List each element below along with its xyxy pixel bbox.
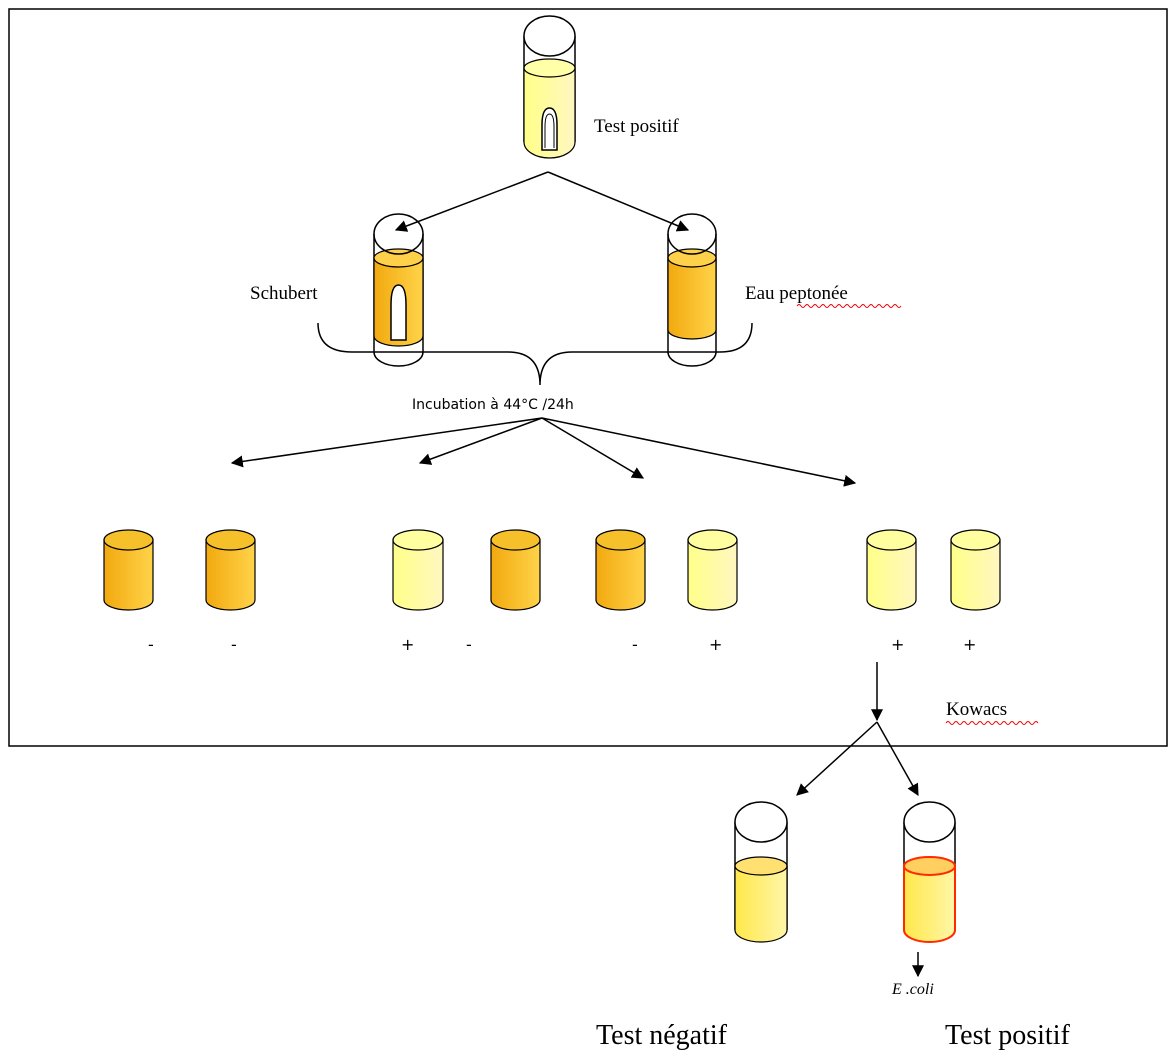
sign-2: -: [231, 635, 237, 654]
caption-negative: Test négatif: [596, 1020, 727, 1051]
arrow-fan-1: [230, 417, 543, 468]
arrow-to-schubert: [394, 171, 549, 232]
negative-result-tube: [734, 801, 788, 943]
arrow-fan-4: [541, 417, 857, 487]
sign-4: -: [466, 635, 472, 654]
arrow-to-positive: [876, 721, 919, 797]
spellcheck-underline: [796, 304, 902, 308]
diagram-frame: [8, 8, 1168, 747]
sign-8: +: [963, 635, 976, 654]
result-tube-5: [595, 529, 646, 611]
top-tube: [523, 15, 576, 159]
result-tube-4: [490, 529, 541, 611]
sign-7: +: [891, 635, 904, 654]
sign-5: -: [632, 635, 638, 654]
arrow-fan-2: [418, 417, 543, 465]
arrow-to-eau-peptonee: [547, 171, 690, 232]
grouping-brace: [317, 322, 753, 386]
eau-peptonee-label: Eau peptonée: [745, 283, 848, 304]
sign-6: +: [709, 635, 722, 654]
schubert-tube: [373, 213, 424, 367]
caption-positive: Test positif: [945, 1020, 1070, 1051]
spellcheck-underline: [945, 721, 1039, 725]
sign-1: -: [148, 635, 154, 654]
arrow-fan-3: [541, 417, 645, 479]
result-tube-2: [205, 529, 256, 611]
top-tube-label: Test positif: [594, 116, 679, 137]
schubert-label: Schubert: [250, 283, 318, 304]
incubation-label: Incubation à 44°C /24h: [412, 397, 574, 413]
red-ring: [903, 856, 956, 876]
kowacs-label: Kowacs: [946, 699, 1007, 720]
result-tube-3: [392, 529, 444, 611]
durham-bell: [390, 284, 407, 341]
eau-peptonee-tube: [667, 213, 717, 367]
ecoli-label: E .coli: [891, 981, 934, 998]
result-tube-7: [866, 529, 917, 611]
result-tube-1: [103, 529, 154, 611]
result-tube-8: [950, 529, 1001, 611]
positive-result-tube: [903, 801, 956, 943]
result-tube-6: [687, 529, 738, 611]
sign-3: +: [401, 635, 414, 654]
arrow-to-negative: [796, 721, 878, 796]
